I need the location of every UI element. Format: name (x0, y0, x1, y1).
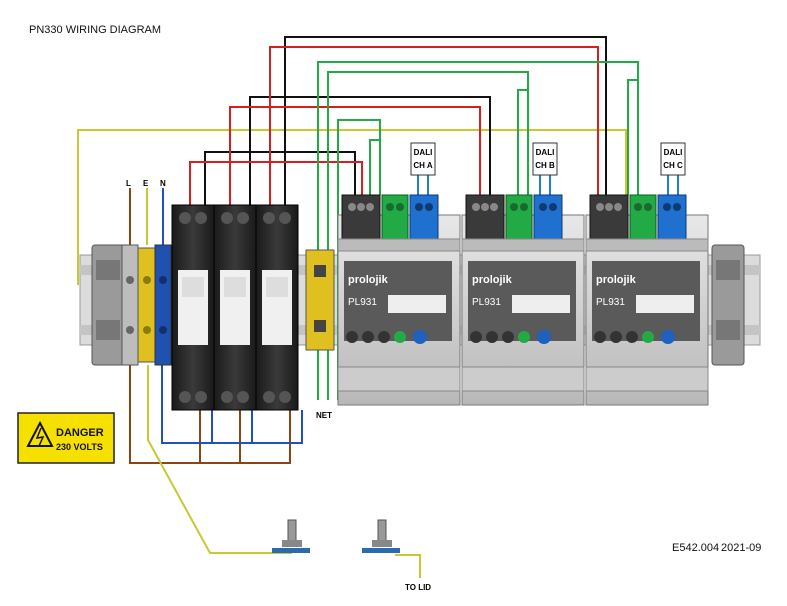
dali-a-bottom: CH A (413, 161, 432, 170)
controller-b-model: PL931 (472, 297, 501, 308)
label-neutral: N (160, 179, 166, 188)
controller-b-brand: prolojik (472, 274, 513, 286)
document-code: E542.004 (672, 542, 719, 554)
label-earth: E (143, 179, 149, 188)
controller-c-model: PL931 (596, 297, 625, 308)
top-wiring (77, 36, 679, 400)
earth-stud-left (272, 519, 310, 553)
danger-voltage: 230 VOLTS (56, 442, 103, 452)
power-supplies (171, 204, 299, 411)
net-terminal (305, 249, 335, 351)
controller-a-brand: prolojik (348, 274, 389, 286)
label-live: L (126, 179, 131, 188)
bottom-wiring (129, 188, 421, 578)
danger-text: DANGER (56, 427, 104, 439)
net-label: NET (316, 411, 332, 420)
danger-sign: DANGER 230 VOLTS (17, 412, 115, 464)
earth-stud-right (362, 519, 400, 553)
dali-a-top: DALI (414, 148, 433, 157)
controller-a-model: PL931 (348, 297, 377, 308)
dali-c-bottom: CH C (663, 161, 683, 170)
dali-b-top: DALI (536, 148, 555, 157)
controller-c: prolojik PL931 (585, 194, 709, 406)
terminal-block-len (121, 244, 172, 366)
diagram-title: PN330 WIRING DIAGRAM (29, 24, 161, 36)
lightning-warning-icon (26, 420, 54, 447)
dali-labels: DALI CH A DALI CH B DALI CH C (410, 142, 686, 176)
document-date: 2021-09 (721, 542, 761, 554)
left-end-stop (91, 244, 125, 366)
right-end-stop (711, 244, 745, 366)
dali-c-top: DALI (664, 148, 683, 157)
controller-c-brand: prolojik (596, 274, 637, 286)
to-lid-label: TO LID (405, 583, 431, 592)
controller-b: prolojik PL931 (461, 194, 585, 406)
controller-a: prolojik PL931 (337, 194, 461, 406)
dali-b-bottom: CH B (535, 161, 555, 170)
